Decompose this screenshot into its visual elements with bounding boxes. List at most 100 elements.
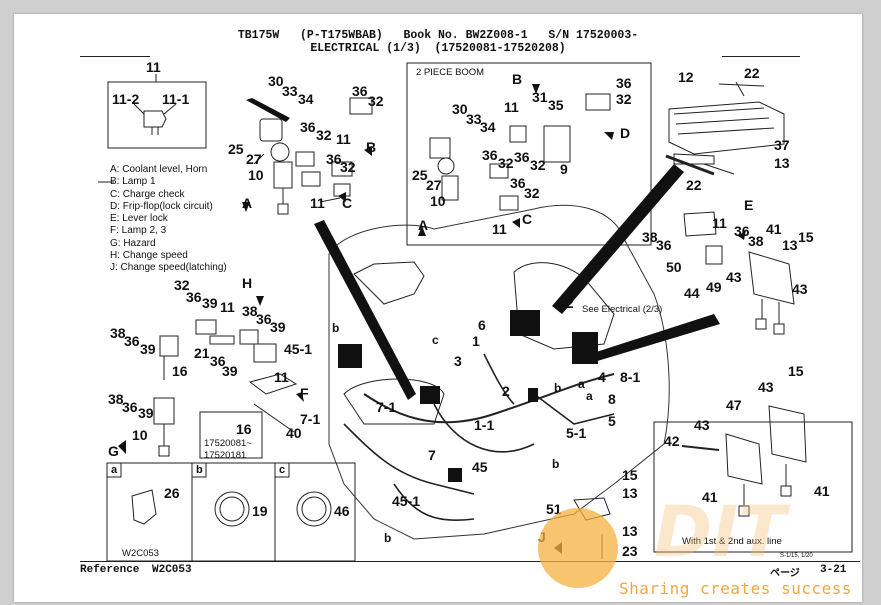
figure-code: W2C053 bbox=[122, 548, 159, 559]
callout-32g: 32 bbox=[174, 277, 190, 293]
legend-item: G: Hazard bbox=[110, 237, 156, 249]
callout-b: b bbox=[552, 457, 560, 471]
serial-range-2: 17520181 bbox=[204, 450, 247, 461]
callout-H: H bbox=[242, 275, 253, 291]
callout-46: 46 bbox=[334, 503, 350, 519]
callout-8: 8 bbox=[608, 391, 616, 407]
legend-item: D: Frip-flop(lock circuit) bbox=[110, 200, 213, 212]
callout-b: b bbox=[332, 321, 340, 335]
leader-arrow-11c bbox=[314, 220, 416, 400]
callout-32b: 32 bbox=[316, 127, 332, 143]
callout-6: 6 bbox=[478, 317, 486, 333]
callout-B2: B bbox=[512, 71, 523, 87]
two-piece-boom-label: 2 PIECE BOOM bbox=[416, 67, 485, 78]
svg-text:DIT: DIT bbox=[654, 491, 791, 573]
callout-36d: 36 bbox=[616, 75, 632, 91]
callout-26: 26 bbox=[164, 485, 180, 501]
header-line-2: ELECTRICAL (1/3) (17520081-17520208) bbox=[310, 42, 566, 55]
callout-36g: 36 bbox=[656, 237, 672, 253]
callout-a: a bbox=[586, 389, 593, 403]
callout-5-1: 5-1 bbox=[566, 425, 587, 441]
leader-arrow-22 bbox=[552, 164, 684, 314]
callout-7-1b: 7-1 bbox=[376, 399, 397, 415]
callout-F: F bbox=[300, 385, 309, 401]
callout-33b: 33 bbox=[466, 111, 482, 127]
part-11-detail-box bbox=[107, 81, 207, 149]
callout-27b: 27 bbox=[426, 177, 442, 193]
leader-arrow-41 bbox=[590, 314, 720, 362]
legend-item: C: Charge check bbox=[110, 188, 185, 200]
callout-32f: 32 bbox=[530, 157, 546, 173]
callout-C: C bbox=[342, 195, 353, 211]
callout-B: B bbox=[366, 139, 377, 155]
callout-22b: 22 bbox=[686, 177, 702, 193]
callout-47: 47 bbox=[726, 397, 742, 413]
callout-C2: C bbox=[522, 211, 533, 227]
callout-27: 27 bbox=[246, 151, 262, 167]
callout-25: 25 bbox=[228, 141, 244, 157]
callout-36m: 36 bbox=[122, 399, 138, 415]
callout-11-2: 11-2 bbox=[112, 91, 140, 107]
callout-11: 11 bbox=[146, 59, 161, 75]
callout-42: 42 bbox=[664, 433, 680, 449]
parts-catalog-page: TB175W (P-T175WBAB) Book No. BW2Z008-1 S… bbox=[14, 14, 862, 602]
exploded-diagram bbox=[98, 62, 853, 562]
callout-43c: 43 bbox=[694, 417, 710, 433]
reference-label: Reference bbox=[80, 564, 140, 576]
callout-43b: 43 bbox=[792, 281, 808, 297]
callout-45-1a: 45-1 bbox=[284, 341, 313, 357]
footer-rule bbox=[80, 561, 860, 562]
callout-16a: 16 bbox=[172, 363, 188, 379]
callout-5: 5 bbox=[608, 413, 616, 429]
detail-a-label: a bbox=[111, 464, 118, 476]
aux-line-note: With 1st & 2nd aux. line bbox=[682, 536, 782, 547]
callout-13c: 13 bbox=[622, 485, 638, 501]
callout-41c: 41 bbox=[814, 483, 830, 499]
callout-36h: 36 bbox=[734, 223, 750, 239]
callout-b: b bbox=[384, 531, 392, 545]
watermark-logo: DIT bbox=[538, 491, 791, 588]
callout-39d: 39 bbox=[140, 341, 156, 357]
callout-32g2: 32 bbox=[524, 185, 540, 201]
reference-code: W2C053 bbox=[152, 564, 192, 576]
see-electrical-note: See Electrical (2/3) bbox=[582, 304, 663, 315]
callout-33: 33 bbox=[282, 83, 298, 99]
callout-36: 36 bbox=[352, 83, 368, 99]
callout-25b: 25 bbox=[412, 167, 428, 183]
callout-3: 3 bbox=[454, 353, 462, 369]
callout-7: 7 bbox=[428, 447, 436, 463]
callout-51: 51 bbox=[546, 501, 562, 517]
callout-34b: 34 bbox=[480, 119, 496, 135]
callout-A: A bbox=[242, 195, 253, 211]
callout-30: 30 bbox=[268, 73, 284, 89]
legend-item: J: Change speed(latching) bbox=[110, 262, 227, 274]
callout-31: 31 bbox=[532, 89, 548, 105]
callout-2: 2 bbox=[502, 383, 510, 399]
callout-G: G bbox=[108, 443, 119, 459]
callout-13a: 13 bbox=[774, 155, 790, 171]
callout-16b: 16 bbox=[236, 421, 252, 437]
callout-D: D bbox=[620, 125, 631, 141]
callout-11g: 11 bbox=[274, 369, 289, 385]
callout-4: 4 bbox=[598, 369, 606, 385]
callout-52: 52 bbox=[558, 295, 574, 311]
serial-range-1: 17520081~ bbox=[204, 438, 252, 449]
callout-41b: 41 bbox=[702, 489, 718, 505]
callout-10b: 10 bbox=[430, 193, 446, 209]
callout-36k: 36 bbox=[210, 353, 226, 369]
function-legend: A: Coolant level, Horn B: Lamp 1 C: Char… bbox=[110, 164, 227, 275]
detail-c-label: c bbox=[279, 464, 286, 476]
callout-21: 21 bbox=[194, 345, 210, 361]
callout-38b: 38 bbox=[748, 233, 764, 249]
callout-32: 32 bbox=[368, 93, 384, 109]
callout-23: 23 bbox=[622, 543, 638, 559]
callout-32e: 32 bbox=[498, 155, 514, 171]
callout-11h: 11 bbox=[220, 299, 235, 315]
callout-45-1b: 45-1 bbox=[392, 493, 421, 509]
callout-49: 49 bbox=[706, 279, 722, 295]
callout-36e: 36 bbox=[482, 147, 498, 163]
callout-38c: 38 bbox=[242, 303, 258, 319]
callout-12: 12 bbox=[678, 69, 694, 85]
callout-11d: 11 bbox=[504, 99, 519, 115]
legend-item: H: Change speed bbox=[110, 250, 188, 262]
